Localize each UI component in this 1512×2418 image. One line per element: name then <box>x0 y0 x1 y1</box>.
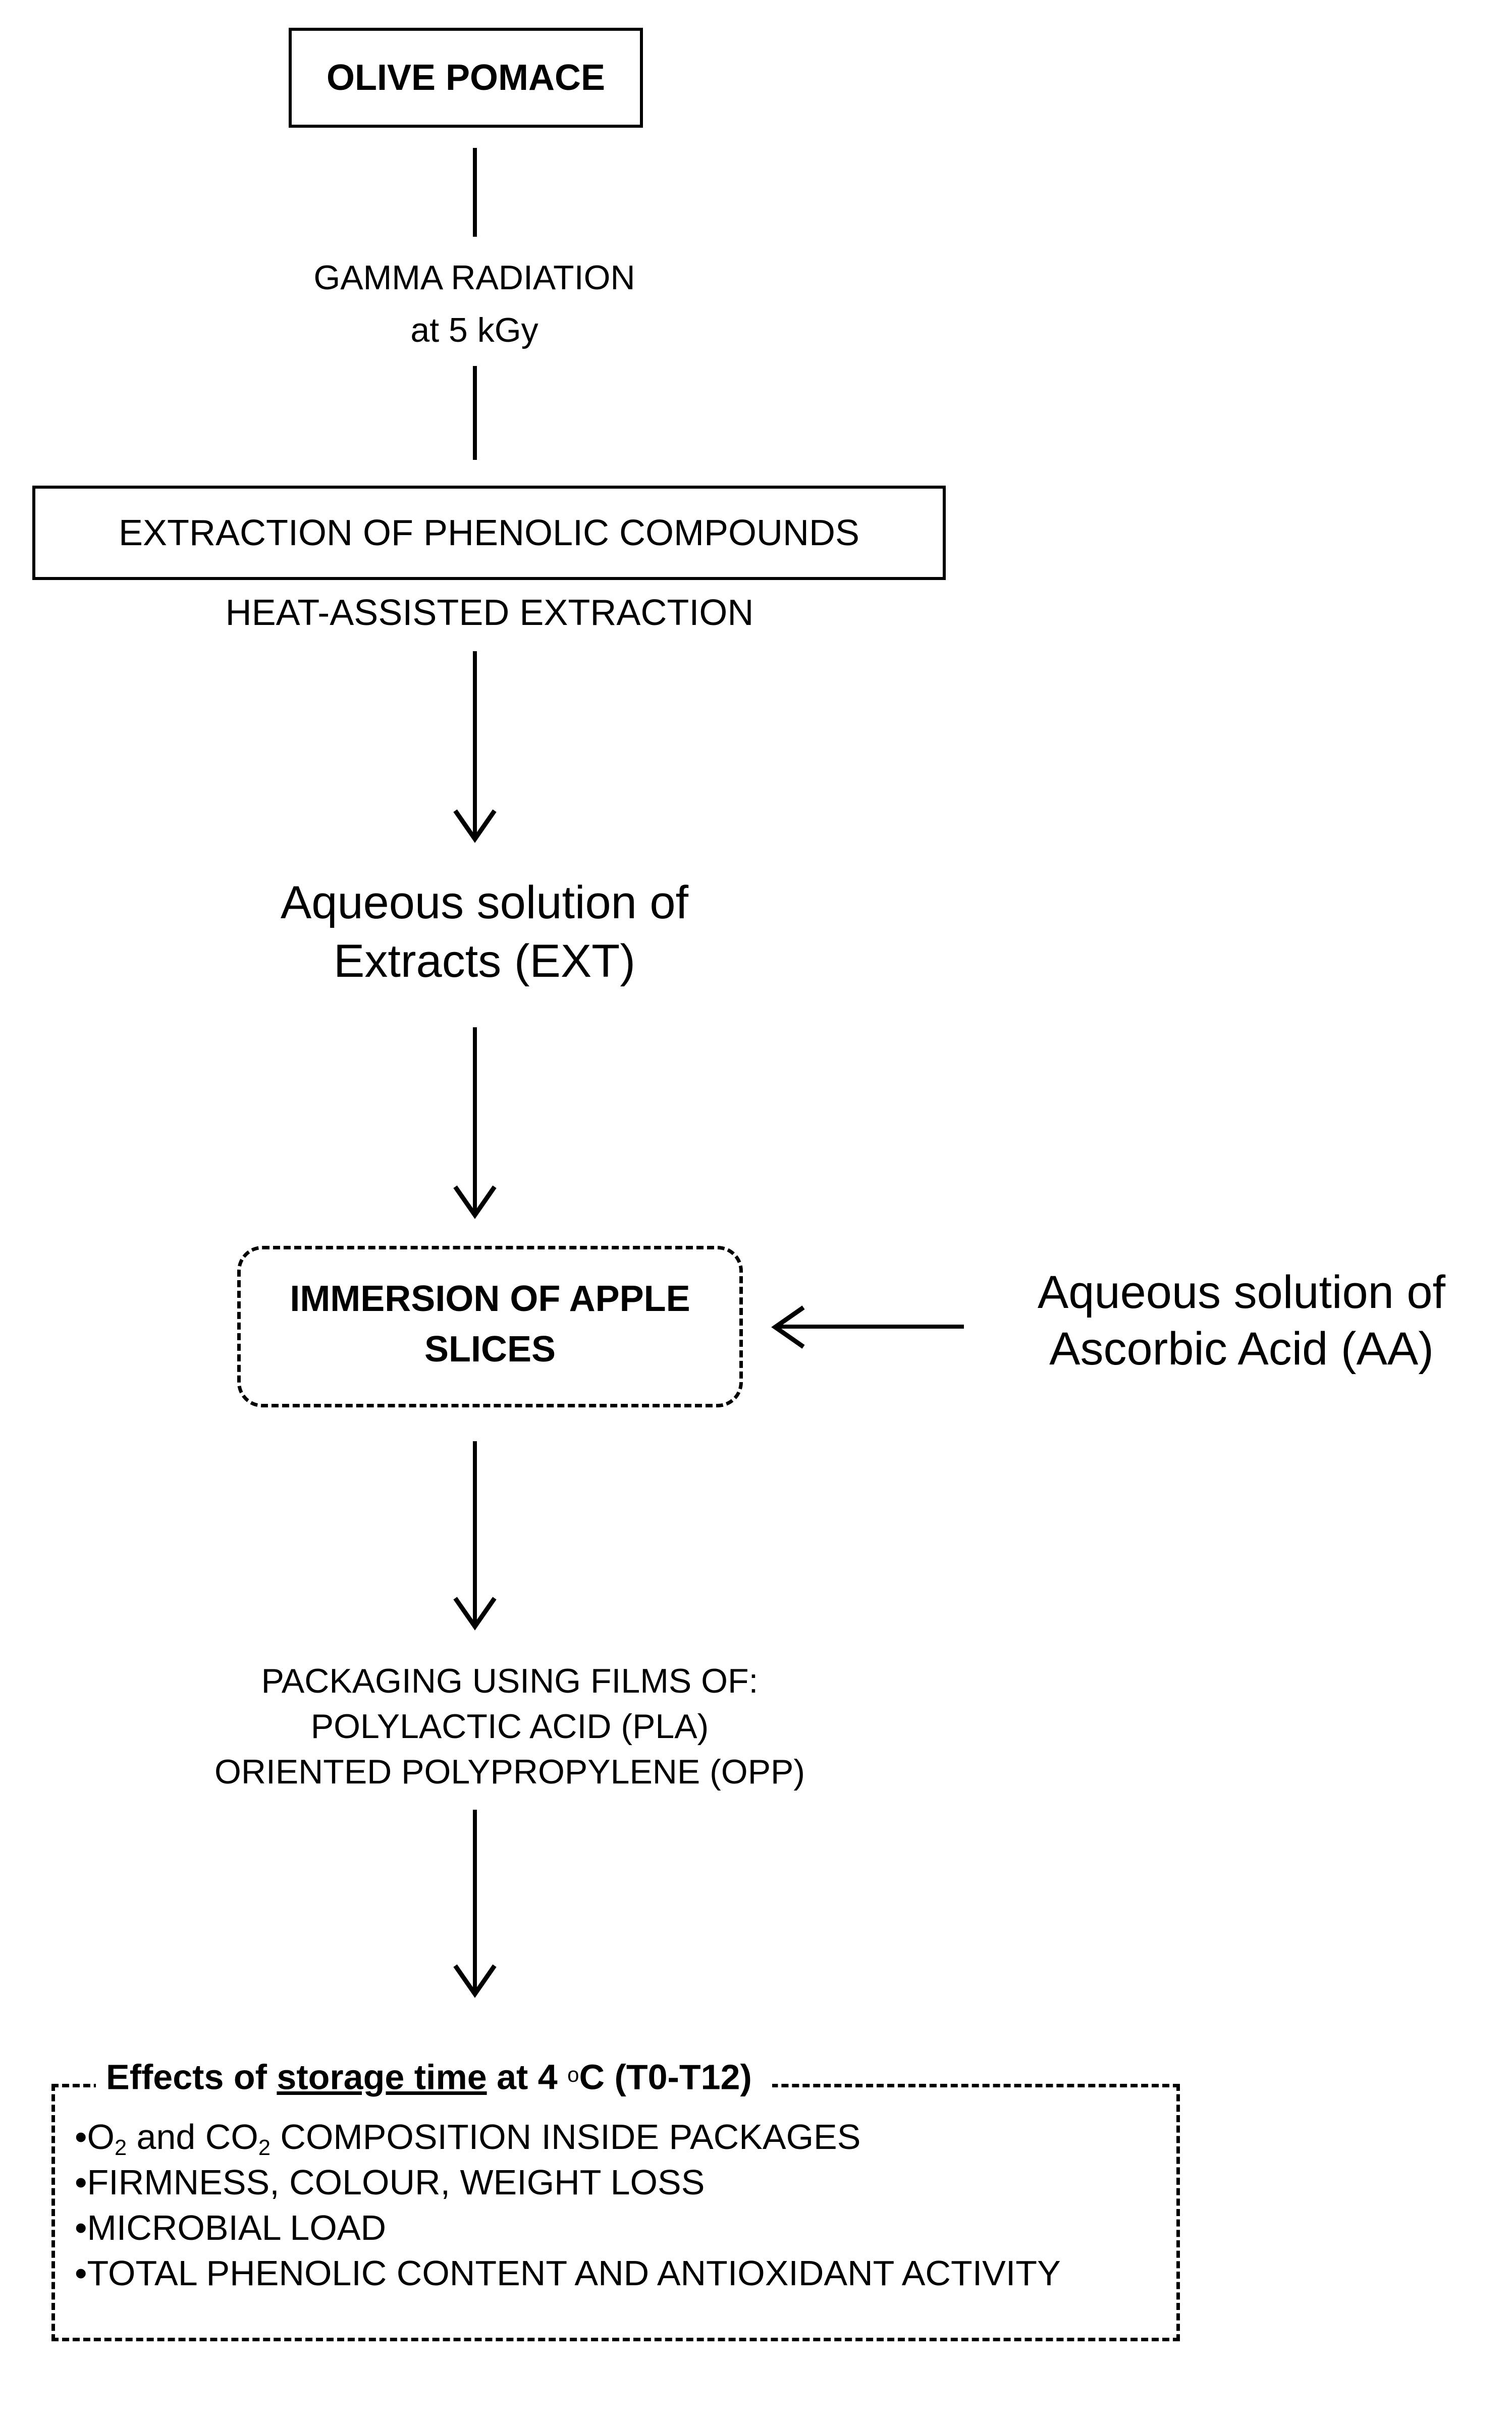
effects-item-firmness: •FIRMNESS, COLOUR, WEIGHT LOSS <box>75 2160 1160 2205</box>
immersion-line-2: SLICES <box>424 1329 556 1370</box>
phenolic-text: TOTAL PHENOLIC CONTENT AND ANTIOXIDANT A… <box>87 2253 1061 2293</box>
connector-line <box>473 148 477 237</box>
gamma-line-2: at 5 kGy <box>410 311 538 349</box>
ext-solution-label: Aqueous solution of Extracts (EXT) <box>187 873 782 990</box>
arrow-shaft <box>473 1810 477 1991</box>
effects-list: •O2 and CO2 COMPOSITION INSIDE PACKAGES … <box>75 2114 1160 2296</box>
effects-item-gas-composition: •O2 and CO2 COMPOSITION INSIDE PACKAGES <box>75 2114 1160 2160</box>
arrow-down-icon <box>453 1185 497 1219</box>
degree-sign: o <box>567 2063 579 2086</box>
packaging-line-1: PACKAGING USING FILMS OF: <box>261 1662 759 1700</box>
olive-pomace-label: OLIVE POMACE <box>326 58 606 98</box>
effects-item-microbial: •MICROBIAL LOAD <box>75 2205 1160 2250</box>
packaging-line-3: ORIENTED POLYPROPYLENE (OPP) <box>214 1753 805 1791</box>
packaging-line-2: POLYLACTIC ACID (PLA) <box>310 1707 709 1746</box>
gamma-line-1: GAMMA RADIATION <box>313 258 635 297</box>
immersion-box: IMMERSION OF APPLE SLICES <box>237 1246 743 1407</box>
subscript-2: 2 <box>114 2136 127 2161</box>
extraction-box: EXTRACTION OF PHENOLIC COMPOUNDS <box>32 486 946 580</box>
arrow-down-icon <box>453 1964 497 1998</box>
arrow-shaft <box>473 651 477 838</box>
arrow-left-icon <box>771 1305 805 1349</box>
firmness-text: FIRMNESS, COLOUR, WEIGHT LOSS <box>87 2163 705 2202</box>
co-text: and CO <box>127 2117 258 2157</box>
connector-line <box>473 366 477 460</box>
extraction-title: EXTRACTION OF PHENOLIC COMPOUNDS <box>118 512 860 553</box>
effects-title: Effects of storage time at 4 oC (T0-T12) <box>96 2049 772 2102</box>
bullet: • <box>75 2117 87 2157</box>
o2-text: O <box>87 2117 115 2157</box>
gamma-radiation-label: GAMMA RADIATION at 5 kGy <box>252 251 696 356</box>
effects-title-prefix: Effects of <box>106 2057 277 2097</box>
bullet: • <box>75 2208 87 2247</box>
bullet: • <box>75 2163 87 2202</box>
immersion-line-1: IMMERSION OF APPLE <box>290 1279 690 1319</box>
extraction-method-label: HEAT-ASSISTED EXTRACTION <box>225 593 754 633</box>
arrow-shaft <box>473 1027 477 1214</box>
aa-solution-label: Aqueous solution of Ascorbic Acid (AA) <box>989 1264 1494 1377</box>
arrow-down-icon <box>453 809 497 843</box>
effects-title-unit: C (T0-T12) <box>579 2057 752 2097</box>
packaging-label: PACKAGING USING FILMS OF: POLYLACTIC ACI… <box>136 1658 883 1795</box>
composition-text: COMPOSITION INSIDE PACKAGES <box>270 2117 861 2157</box>
arrow-shaft <box>473 1441 477 1625</box>
olive-pomace-box: OLIVE POMACE <box>289 28 643 128</box>
effects-box <box>51 2084 1180 2341</box>
microbial-text: MICROBIAL LOAD <box>87 2208 387 2247</box>
aa-line-1: Aqueous solution of <box>1037 1267 1446 1318</box>
subscript-2: 2 <box>258 2136 271 2161</box>
ext-line-2: Extracts (EXT) <box>333 935 636 987</box>
effects-item-phenolic: •TOTAL PHENOLIC CONTENT AND ANTIOXIDANT … <box>75 2250 1160 2296</box>
arrow-down-icon <box>453 1597 497 1631</box>
ext-line-1: Aqueous solution of <box>280 877 689 928</box>
effects-title-underlined: storage time <box>277 2057 487 2097</box>
aa-line-2: Ascorbic Acid (AA) <box>1049 1323 1434 1375</box>
bullet: • <box>75 2253 87 2293</box>
effects-title-suffix: at 4 <box>487 2057 568 2097</box>
arrow-shaft <box>777 1325 964 1329</box>
